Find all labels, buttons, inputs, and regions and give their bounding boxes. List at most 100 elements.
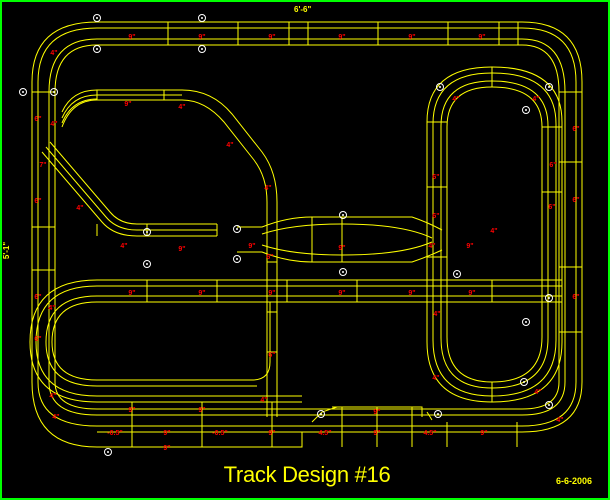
right-oval-inner bbox=[446, 86, 543, 383]
track-length-label: 6" bbox=[34, 336, 41, 343]
connector-marker-icon bbox=[434, 410, 442, 418]
track-length-label: 9" bbox=[198, 34, 205, 41]
connector-marker-icon bbox=[436, 83, 444, 91]
track-length-label: 6" bbox=[34, 294, 41, 301]
track-length-label: 9" bbox=[124, 101, 131, 108]
connector-marker-icon bbox=[233, 225, 241, 233]
track-lines bbox=[29, 21, 583, 448]
track-length-label: 6" bbox=[266, 254, 273, 261]
connector-markers bbox=[19, 14, 553, 456]
track-length-label: 4" bbox=[50, 50, 57, 57]
connector-marker-icon bbox=[545, 83, 553, 91]
upper-left-spur-inner bbox=[61, 99, 268, 417]
track-length-label: 9" bbox=[128, 34, 135, 41]
track-length-label: 9" bbox=[128, 290, 135, 297]
connector-marker-icon bbox=[233, 255, 241, 263]
track-length-label: 6" bbox=[548, 204, 555, 211]
track-length-label: 9" bbox=[198, 290, 205, 297]
outer-loop-top-inner2 bbox=[48, 38, 566, 416]
track-length-label: 4" bbox=[428, 243, 435, 250]
lower-left-oval-rails bbox=[35, 285, 562, 397]
track-length-label: 6" bbox=[572, 197, 579, 204]
track-length-label: 4" bbox=[264, 185, 271, 192]
track-length-label: 4" bbox=[48, 305, 55, 312]
track-length-label: 4" bbox=[49, 393, 56, 400]
track-length-label: 7" bbox=[39, 162, 46, 169]
diag-inner bbox=[49, 141, 217, 225]
track-length-label: 4" bbox=[52, 414, 59, 421]
track-length-label: 6" bbox=[572, 294, 579, 301]
upper-left-spur-rail2 bbox=[61, 98, 98, 124]
track-length-label: 9" bbox=[248, 243, 255, 250]
track-length-label: 6" bbox=[432, 174, 439, 181]
track-length-label: 4" bbox=[178, 104, 185, 111]
track-length-label: 4" bbox=[76, 205, 83, 212]
connector-marker-icon bbox=[93, 14, 101, 22]
lower-left-oval-outer bbox=[29, 279, 562, 403]
track-length-label: 4" bbox=[260, 397, 267, 404]
connector-marker-icon bbox=[198, 45, 206, 53]
track-length-label: 4" bbox=[452, 96, 459, 103]
diag-outer bbox=[41, 151, 217, 237]
right-oval-outer bbox=[426, 66, 563, 403]
track-length-label: 9" bbox=[480, 430, 487, 437]
track-length-label: 4" bbox=[432, 375, 439, 382]
track-length-label: 6" bbox=[432, 213, 439, 220]
center-x-mid1 bbox=[261, 223, 433, 239]
track-length-label: 4" bbox=[532, 96, 539, 103]
connector-marker-icon bbox=[520, 378, 528, 386]
track-length-label: 9" bbox=[373, 409, 380, 416]
track-length-label: 4" bbox=[433, 311, 440, 318]
connector-marker-icon bbox=[198, 14, 206, 22]
connector-marker-icon bbox=[339, 211, 347, 219]
track-length-label: 9" bbox=[408, 290, 415, 297]
track-length-label: 6" bbox=[549, 162, 556, 169]
height-dimension-label: 5'-1" bbox=[2, 241, 12, 260]
track-length-label: 9" bbox=[466, 243, 473, 250]
connector-marker-icon bbox=[522, 106, 530, 114]
track-length-label: 6" bbox=[268, 352, 275, 359]
connector-marker-icon bbox=[522, 318, 530, 326]
length-labels: 9" 9" 9" 9" 9" 9" 9" 4" 4" 4" 4" 6" 4" 7" 6" 4" 4" 9" 9" 6"… bbox=[34, 34, 579, 452]
track-length-label: 9" bbox=[338, 34, 345, 41]
track-length-label: -0.5" bbox=[212, 430, 227, 437]
connector-marker-icon bbox=[339, 268, 347, 276]
track-length-label: 9" bbox=[408, 34, 415, 41]
track-length-label: 4" bbox=[534, 389, 541, 396]
right-oval-rail1 bbox=[432, 72, 557, 397]
connector-marker-icon bbox=[545, 401, 553, 409]
connector-marker-icon bbox=[93, 45, 101, 53]
track-length-label: 9" bbox=[198, 407, 205, 414]
connector-marker-icon bbox=[50, 88, 58, 96]
track-length-label: 9" bbox=[268, 430, 275, 437]
connector-marker-icon bbox=[143, 228, 151, 236]
center-x-mid2 bbox=[261, 241, 433, 256]
connector-marker-icon bbox=[143, 260, 151, 268]
track-length-label: 9" bbox=[268, 34, 275, 41]
connector-marker-icon bbox=[104, 448, 112, 456]
drawing-date: 6-6-2006 bbox=[555, 476, 592, 486]
track-length-label: 9" bbox=[163, 430, 170, 437]
track-length-label: 4.5" bbox=[318, 430, 331, 437]
track-length-label: 6" bbox=[34, 198, 41, 205]
bottom-siding bbox=[97, 406, 433, 448]
track-length-label: 9" bbox=[338, 290, 345, 297]
track-length-label: 9" bbox=[373, 430, 380, 437]
track-length-label: 9" bbox=[468, 290, 475, 297]
center-x-top bbox=[237, 216, 443, 231]
track-length-label: 4.5" bbox=[423, 430, 436, 437]
track-length-label: -0.5" bbox=[107, 430, 122, 437]
drawing-title: Track Design #16 bbox=[223, 462, 391, 487]
track-length-label: 9" bbox=[128, 407, 135, 414]
track-length-label: 9" bbox=[478, 34, 485, 41]
connector-marker-icon bbox=[19, 88, 27, 96]
track-length-label: 9" bbox=[178, 246, 185, 253]
track-length-label: 6" bbox=[34, 116, 41, 123]
upper-left-spur-outer bbox=[61, 89, 278, 417]
right-oval-rail2 bbox=[440, 80, 549, 389]
track-length-label: 4" bbox=[226, 142, 233, 149]
outer-loop-inner3 bbox=[54, 44, 560, 410]
track-section-joints bbox=[32, 22, 582, 447]
